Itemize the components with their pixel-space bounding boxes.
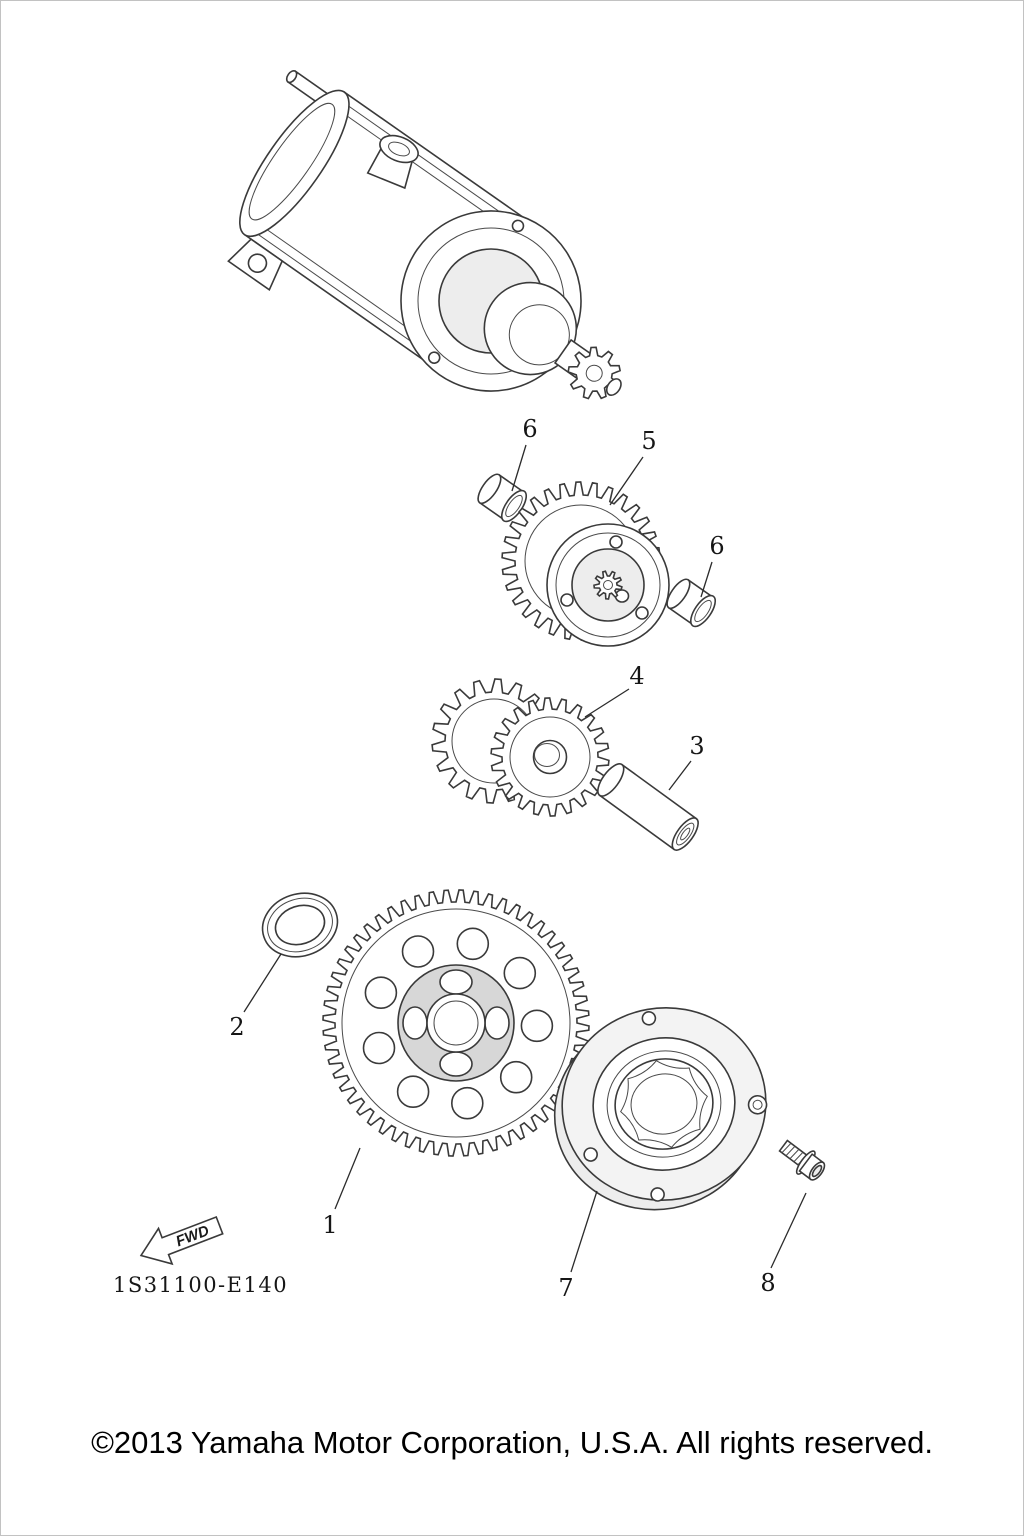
motor-shaft-spline — [567, 346, 622, 400]
leader-line — [668, 760, 692, 791]
bushing-upper — [477, 473, 528, 523]
callout-3: 3 — [689, 732, 705, 760]
starter-clutch-housing — [553, 1007, 768, 1211]
washer — [261, 892, 339, 958]
idler-shaft — [597, 763, 699, 851]
leader-line — [584, 688, 630, 718]
starter-wheel-gear — [322, 889, 590, 1157]
idler-gear-assembly — [501, 481, 670, 647]
diagram-code: 1S31100-E140 — [113, 1273, 289, 1297]
fwd-arrow: FWD — [139, 1215, 224, 1266]
leader-line — [570, 1190, 598, 1273]
callout-4: 4 — [629, 662, 645, 690]
leader-line — [700, 561, 713, 598]
fwd-arrow-shape — [139, 1215, 224, 1266]
callout-2: 2 — [229, 1013, 245, 1041]
motor-terminal-boot — [366, 134, 419, 190]
callout-6-upper: 6 — [522, 415, 538, 443]
callout-5: 5 — [641, 427, 657, 455]
leader-line — [243, 953, 282, 1013]
callout-6-lower: 6 — [709, 532, 725, 560]
leader-line — [511, 444, 527, 492]
starter-motor — [227, 69, 622, 400]
leader-line — [609, 456, 644, 506]
flange-bolt — [778, 1139, 826, 1181]
dual-gear — [431, 678, 610, 817]
leader-line — [334, 1147, 361, 1210]
copyright-text: ©2013 Yamaha Motor Corporation, U.S.A. A… — [91, 1425, 933, 1460]
callout-8: 8 — [760, 1269, 776, 1297]
bushing-lower — [666, 578, 717, 628]
callout-7: 7 — [558, 1274, 574, 1302]
leader-line — [770, 1192, 807, 1269]
callout-1: 1 — [322, 1211, 338, 1239]
leader-lines — [243, 444, 807, 1273]
